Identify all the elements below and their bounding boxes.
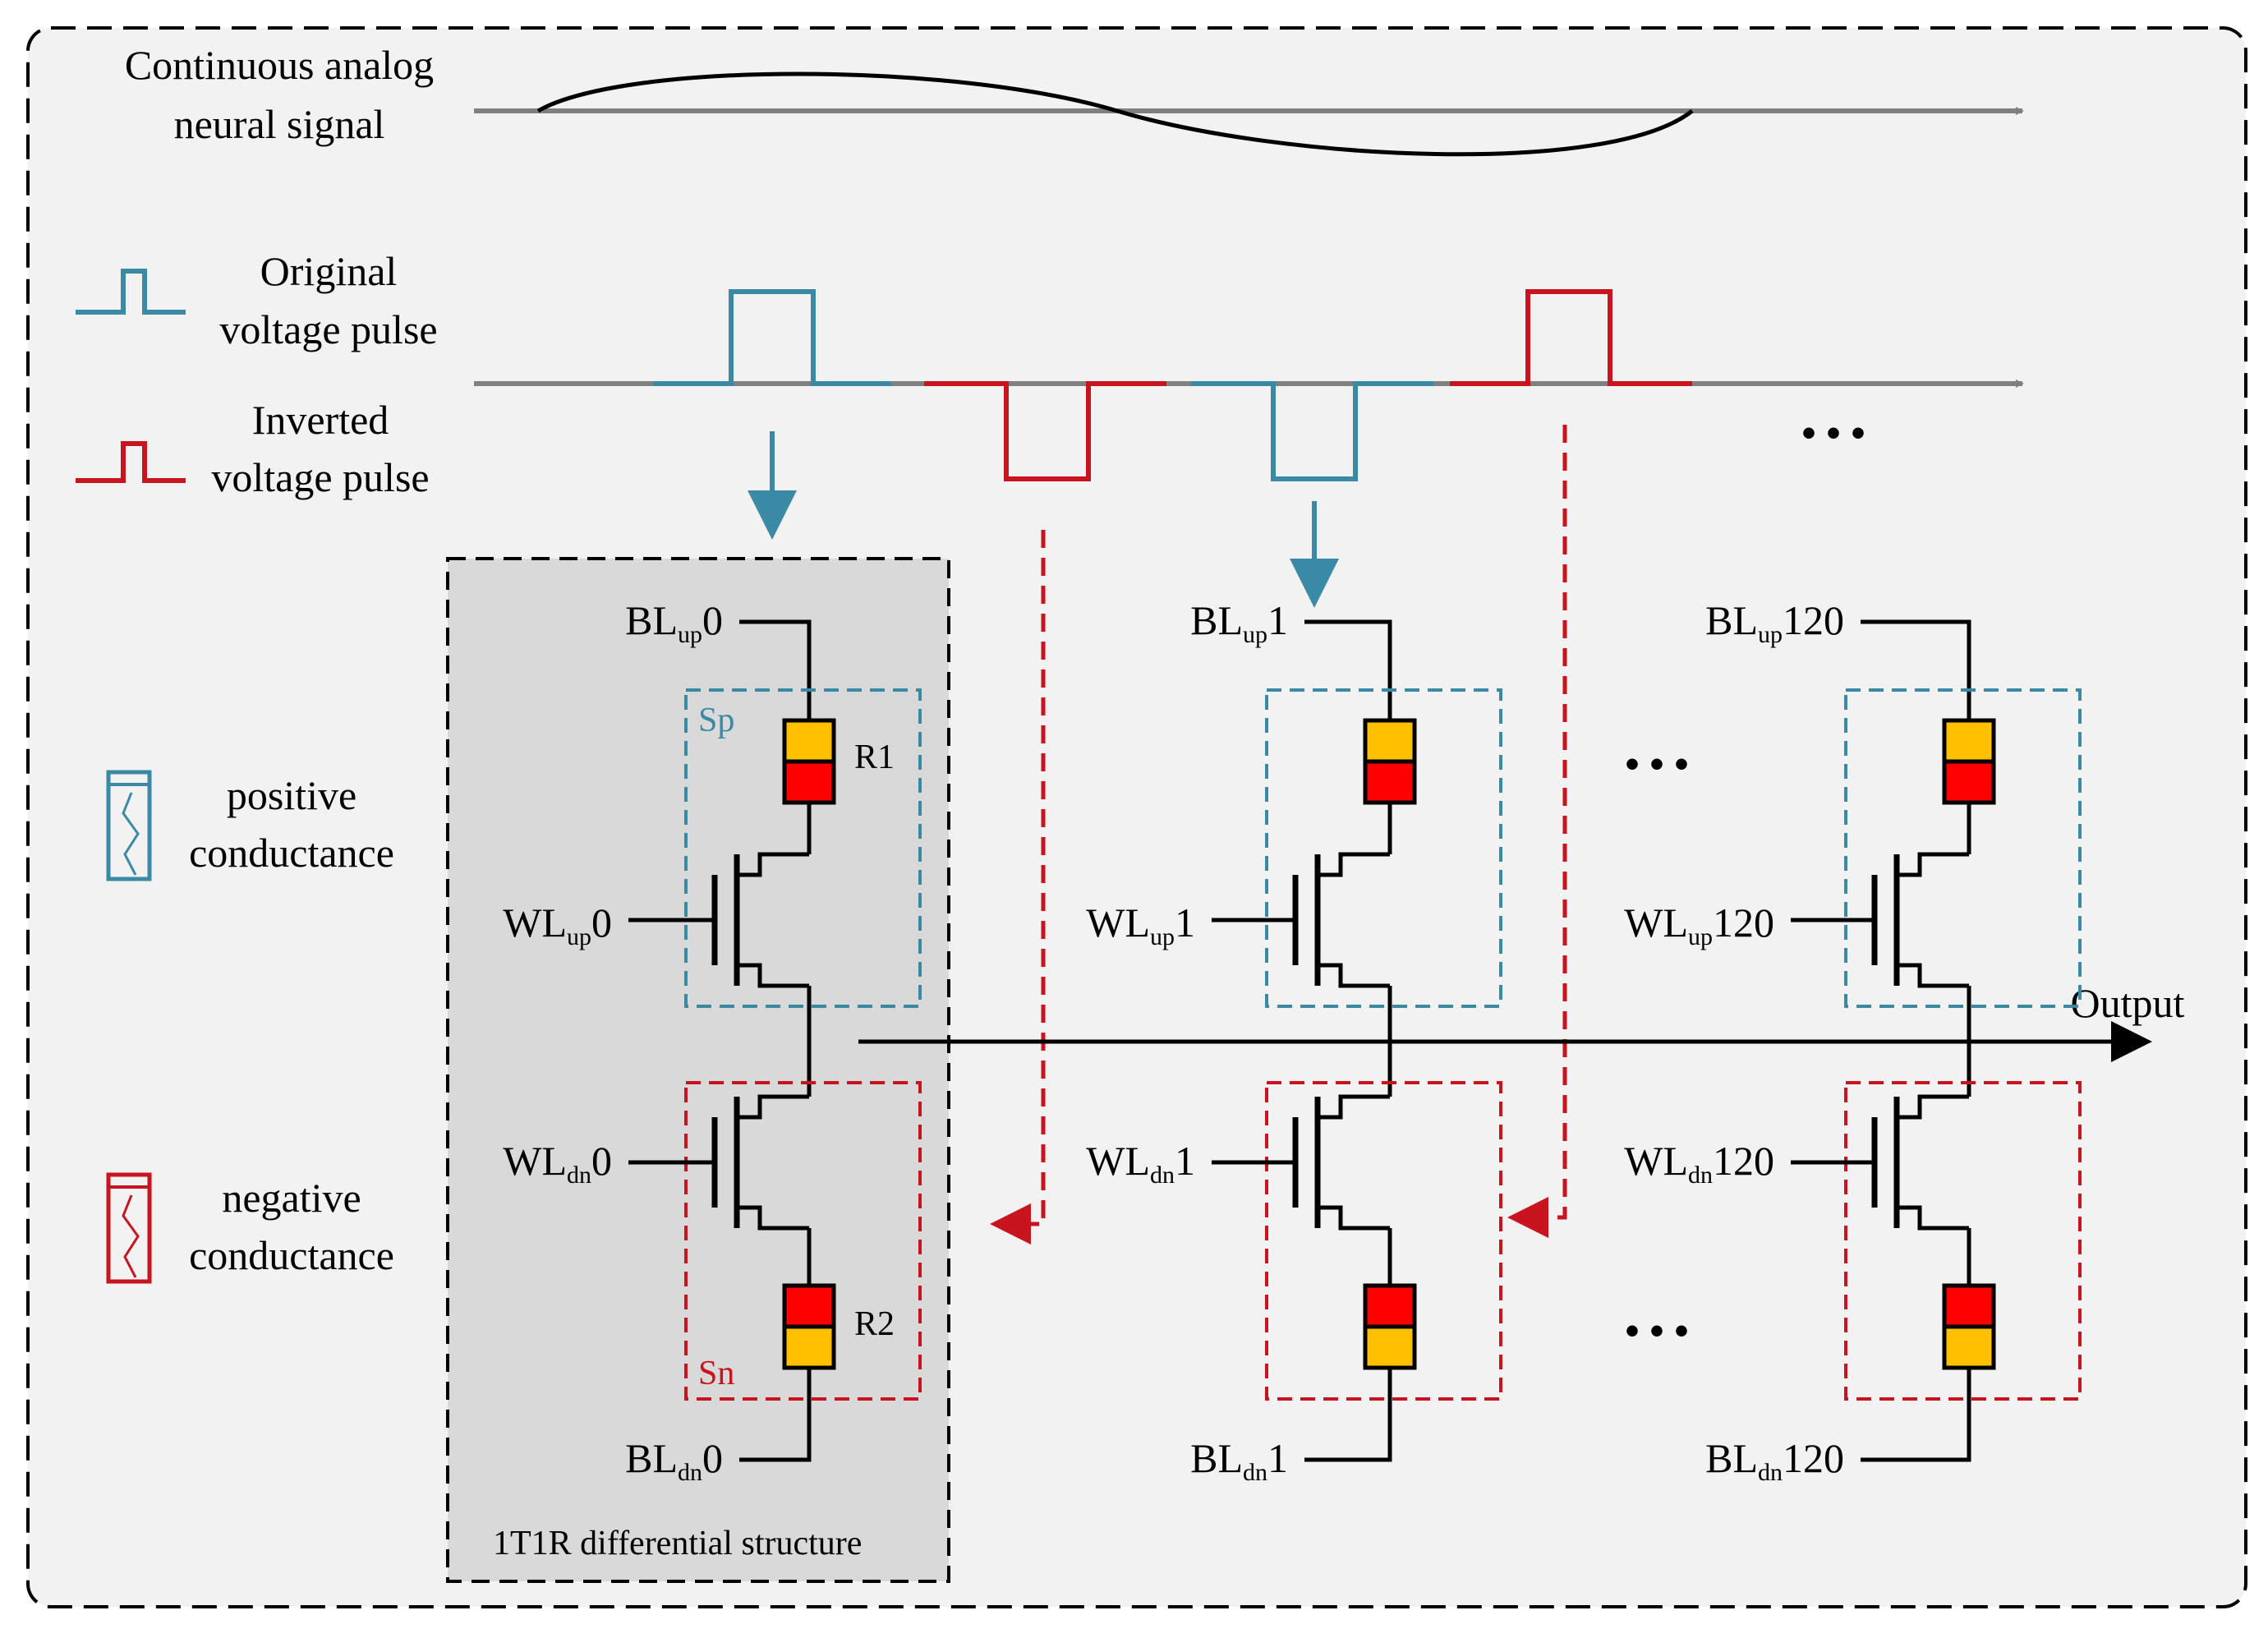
pulse-ellipsis: • • • xyxy=(1801,410,1865,456)
negative-conductance-icon xyxy=(106,1172,152,1284)
col0-wl-dn-label: WLdn0 xyxy=(503,1138,612,1189)
inverted-pulse-1 xyxy=(924,381,1166,481)
cells-ellipsis-top: • • • xyxy=(1625,741,1689,787)
col1-sn-box xyxy=(1265,1081,1502,1401)
col2-wl-up-label: WLup120 xyxy=(1624,900,1774,950)
signal-label-line1: Continuous analog xyxy=(125,42,434,88)
output-label: Output xyxy=(2071,980,2185,1026)
structure-highlight xyxy=(446,557,950,1583)
legend-inverted-line2: voltage pulse xyxy=(211,454,429,500)
col2-wl-dn-label: WLdn120 xyxy=(1624,1138,1774,1189)
original-pulse-1 xyxy=(653,289,891,386)
col2-r2-top xyxy=(1942,1283,1996,1329)
col1-sp-box xyxy=(1265,688,1502,1008)
col1-bl-up-wire xyxy=(1304,619,1392,719)
col1-t-dn-drain xyxy=(1318,1094,1390,1120)
original-pulse-2 xyxy=(1450,289,1692,386)
col0-bl-up-label: BLup0 xyxy=(625,597,723,648)
col2-t-dn-drain xyxy=(1897,1094,1969,1120)
col2-t-up-source xyxy=(1897,963,1969,988)
col0-r2 xyxy=(782,1283,836,1370)
legend-negative-line2: conductance xyxy=(189,1232,394,1278)
positive-conductance-icon xyxy=(106,770,152,881)
col0-t-dn-source xyxy=(737,1205,809,1231)
legend-original-line2: voltage pulse xyxy=(219,306,437,352)
col1-wl-dn-label: WLdn1 xyxy=(1086,1138,1195,1189)
col1-wl-up-label: WLup1 xyxy=(1086,900,1195,950)
col0-r1-top xyxy=(782,718,836,764)
col1-t-up-drain xyxy=(1318,852,1390,877)
col0-r1-bottom xyxy=(782,759,836,805)
legend-inverted-line1: Inverted xyxy=(252,397,389,443)
col1-t-up-source xyxy=(1318,963,1390,988)
col0-sn-box xyxy=(684,1081,922,1401)
col1-r1-top xyxy=(1363,718,1417,764)
col0-r2-bottom xyxy=(782,1324,836,1370)
col0-r1 xyxy=(782,718,836,805)
col0-r2-top xyxy=(782,1283,836,1329)
col1-r1 xyxy=(1363,718,1417,805)
col0-t-up-drain xyxy=(737,852,809,877)
col0-t-dn-drain xyxy=(737,1094,809,1120)
original-pulse-icon xyxy=(76,269,186,315)
structure-label: 1T1R differential structure xyxy=(493,1525,862,1562)
col2-t-up-drain xyxy=(1897,852,1969,877)
col2-r1-top xyxy=(1942,718,1996,764)
red-arrow-col1 xyxy=(1507,425,1567,1238)
col0-t-up-source xyxy=(737,963,809,988)
cells-ellipsis-bottom: • • • xyxy=(1625,1308,1689,1354)
analog-waveform xyxy=(536,71,1694,157)
col2-bl-up-wire xyxy=(1861,619,1971,719)
r2-label: R2 xyxy=(854,1305,895,1343)
col0-bl-dn-wire xyxy=(739,1368,812,1462)
signal-label-line2: neural signal xyxy=(174,101,385,147)
col1-t-dn-source xyxy=(1318,1205,1390,1231)
col1-r1-bottom xyxy=(1363,759,1417,805)
col1-r2 xyxy=(1363,1283,1417,1370)
red-arrow-col0 xyxy=(990,530,1046,1245)
col1-bl-up-label: BLup1 xyxy=(1190,597,1288,648)
r1-label: R1 xyxy=(854,738,895,776)
col2-t-dn-source xyxy=(1897,1205,1969,1231)
inverted-pulse-2 xyxy=(1191,381,1433,481)
col2-bl-dn-wire xyxy=(1861,1368,1971,1462)
legend-original-line1: Original xyxy=(260,248,398,294)
col0-sp-box xyxy=(684,688,922,1008)
sp-label: Sp xyxy=(698,702,734,739)
col1-r2-bottom xyxy=(1363,1324,1417,1370)
col2-bl-dn-label: BLdn120 xyxy=(1705,1435,1844,1486)
col1-bl-dn-wire xyxy=(1304,1368,1392,1462)
col2-bl-up-label: BLup120 xyxy=(1705,597,1844,648)
cell-columns: BLup0WLup0WLdn0BLdn0SpSnR1R2BLup1WLup1WL… xyxy=(503,597,2082,1486)
col0-bl-dn-label: BLdn0 xyxy=(625,1435,723,1486)
col0-bl-up-wire xyxy=(739,619,812,719)
inverted-pulse-icon xyxy=(76,441,186,483)
legend-positive-line1: positive xyxy=(227,772,357,818)
col0-wl-up-label: WLup0 xyxy=(503,900,612,950)
sn-label: Sn xyxy=(698,1355,734,1392)
col2-r1-bottom xyxy=(1942,759,1996,805)
col2-sp-box xyxy=(1844,688,2082,1008)
legend-negative-line1: negative xyxy=(222,1175,361,1221)
col2-r2-bottom xyxy=(1942,1324,1996,1370)
col1-r2-top xyxy=(1363,1283,1417,1329)
col2-r1 xyxy=(1942,718,1996,805)
col2-sn-box xyxy=(1844,1081,2082,1401)
col1-bl-dn-label: BLdn1 xyxy=(1190,1435,1288,1486)
legend-positive-line2: conductance xyxy=(189,830,394,876)
col2-r2 xyxy=(1942,1283,1996,1370)
